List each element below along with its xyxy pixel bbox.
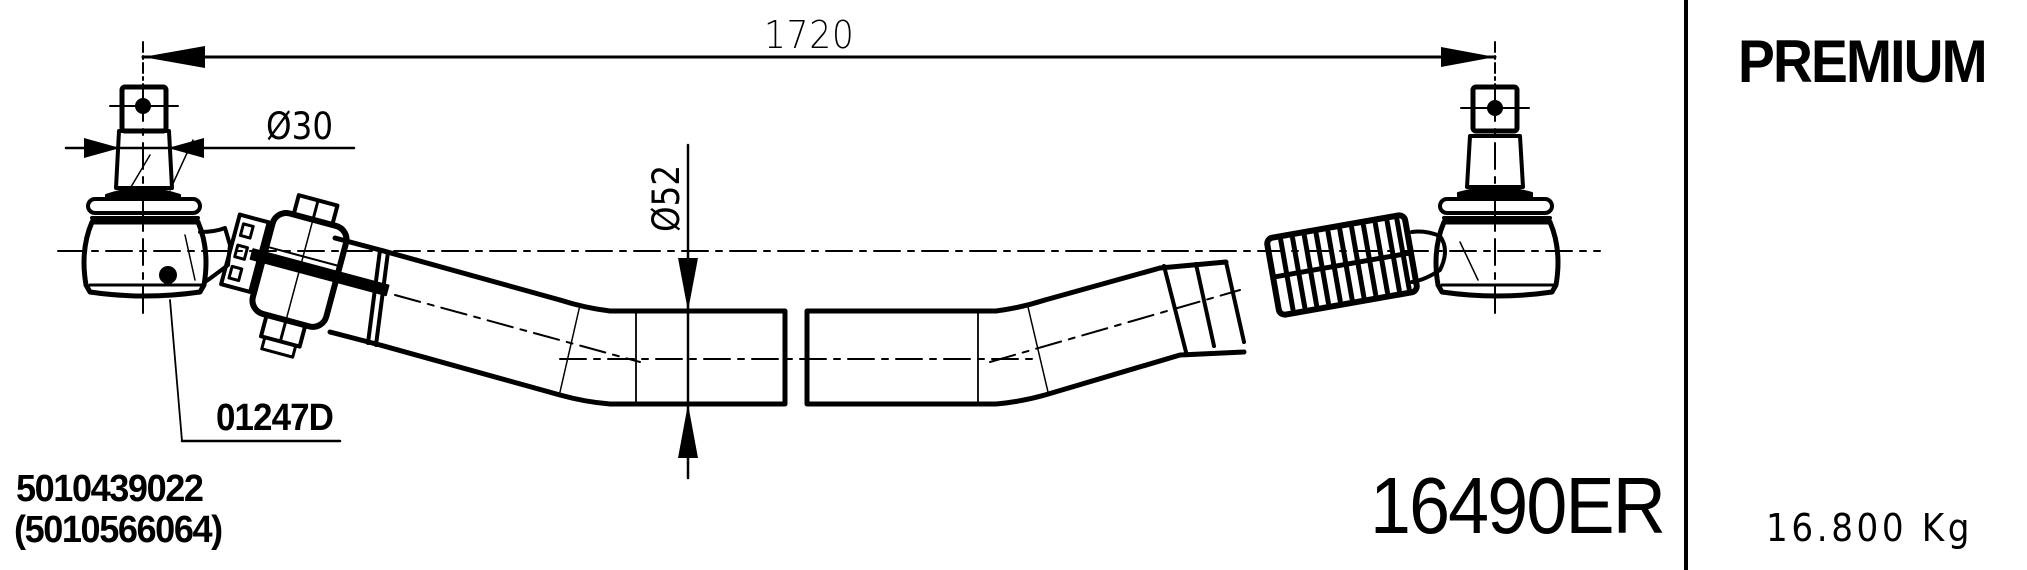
arrow-left-icon	[143, 46, 205, 68]
right-tube	[804, 259, 1247, 407]
tie-rod-end-reference: 01247D	[216, 397, 334, 439]
brand-line-label: PREMIUM	[1738, 28, 1988, 95]
tube-diameter-label: Ø52	[645, 164, 688, 232]
panel-divider	[1684, 0, 1688, 570]
arrow-right-icon	[84, 138, 120, 158]
right-ball-joint	[1410, 84, 1561, 299]
right-bellows	[1264, 212, 1420, 318]
callout-leader	[169, 299, 342, 443]
oem-number-alternate: (5010566064)	[14, 509, 223, 551]
weight-label: 16.800 Kg	[1766, 506, 1974, 550]
length-dimension	[141, 41, 1497, 96]
arrow-down-icon	[678, 258, 698, 311]
tube-diameter-dimension	[678, 143, 698, 480]
left-tube	[327, 235, 788, 407]
arrow-left-icon	[168, 138, 204, 158]
arrow-right-icon	[1441, 47, 1495, 67]
left-ball-joint	[81, 84, 232, 299]
arrow-up-icon	[678, 404, 698, 458]
oem-number-primary: 5010439022	[16, 468, 204, 510]
pin-diameter-dimension	[64, 138, 356, 193]
clamp	[219, 193, 390, 359]
overall-length-label: 1720	[764, 13, 855, 57]
pin-diameter-label: Ø30	[266, 105, 334, 148]
part-number: 16490ER	[1370, 461, 1666, 550]
